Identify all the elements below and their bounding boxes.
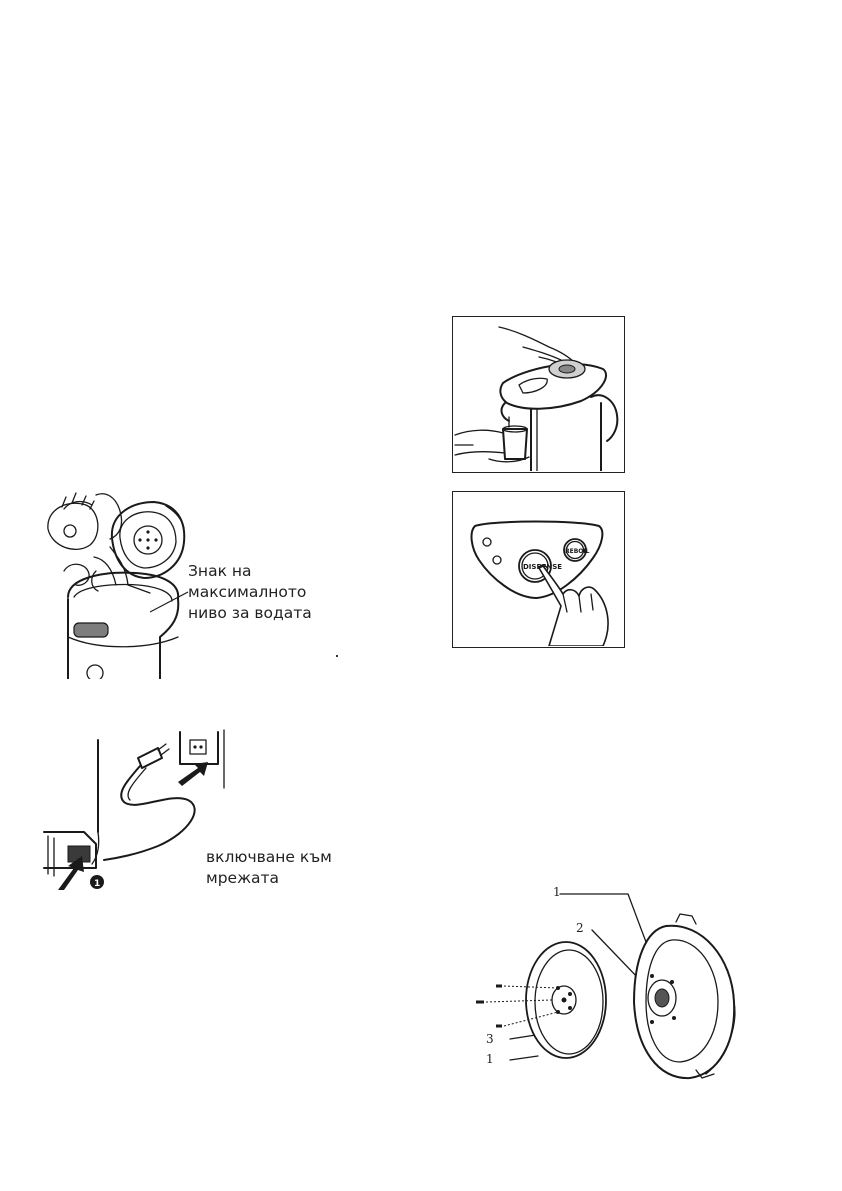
pump-dispense-illustration <box>452 316 625 473</box>
max-level-caption-line1: Знак на <box>188 562 252 580</box>
stray-dot <box>336 655 338 657</box>
plug-in-illustration: 1 <box>40 728 230 893</box>
max-level-caption-line2: максималното <box>188 583 307 601</box>
max-level-caption: Знак на максималното ниво за водата <box>188 561 312 624</box>
leader-line <box>150 590 190 614</box>
lid-disassembly-illustration <box>466 884 756 1084</box>
fill-water-illustration <box>40 487 190 679</box>
svg-text:1: 1 <box>94 879 100 889</box>
reboil-label: REBOIL <box>565 548 590 555</box>
plug-in-caption-line2: мрежата <box>206 869 280 887</box>
callout-1-top: 1 <box>553 885 561 899</box>
control-panel-illustration: DISPENSE REBOIL <box>452 491 625 648</box>
callout-1-bottom: 1 <box>486 1052 494 1066</box>
plug-in-caption: включване към мрежата <box>206 847 332 889</box>
callout-2: 2 <box>576 921 584 935</box>
plug-in-caption-line1: включване към <box>206 848 332 866</box>
max-level-caption-line3: ниво за водата <box>188 604 312 622</box>
callout-3: 3 <box>486 1032 494 1046</box>
open-lid-illustration <box>106 498 190 584</box>
